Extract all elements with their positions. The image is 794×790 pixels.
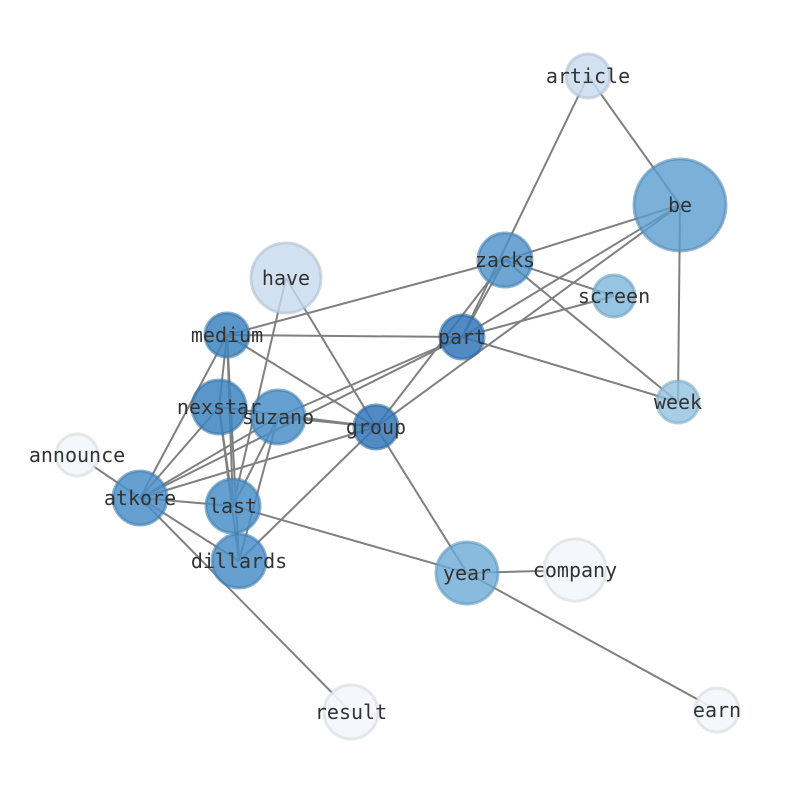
node-article [564, 52, 612, 100]
node-label-nexstar: nexstar [177, 395, 261, 419]
node-nexstar [190, 378, 248, 436]
node-label-suzano: suzano [242, 405, 314, 429]
node-label-last: last [209, 494, 257, 518]
node-announce [54, 432, 100, 478]
label-layer: article be zacks screen have medium part nexsta… [29, 64, 741, 724]
node-label-zacks: zacks [475, 248, 535, 272]
node-medium [203, 311, 251, 359]
edge-last-year [232, 505, 468, 574]
node-label-dillards: dillards [191, 549, 287, 573]
node-week [655, 379, 701, 425]
edge-medium-atkore [139, 334, 228, 499]
edge-medium-group [226, 334, 377, 428]
node-atkore [111, 469, 169, 527]
node-group [352, 403, 400, 451]
node-label-have: have [262, 266, 310, 290]
node-label-be: be [668, 193, 692, 217]
edge-screen-part [461, 295, 615, 338]
node-screen [591, 273, 637, 319]
edge-group-atkore [139, 426, 377, 499]
node-label-article: article [546, 64, 630, 88]
node-zacks [476, 231, 534, 289]
edge-layer [76, 75, 718, 713]
edge-group-dillards [238, 426, 377, 562]
node-label-part: part [438, 325, 486, 349]
node-result [322, 683, 380, 741]
node-have [249, 241, 323, 315]
node-last [204, 477, 262, 535]
node-company [542, 537, 608, 603]
edge-part-week [461, 336, 679, 403]
edge-part-suzano [277, 336, 463, 418]
node-label-atkore: atkore [104, 486, 176, 510]
node-label-year: year [443, 561, 491, 585]
node-label-earn: earn [693, 698, 741, 722]
node-label-announce: announce [29, 443, 125, 467]
edge-year-earn [466, 572, 718, 711]
node-label-company: company [533, 558, 617, 582]
node-be [632, 157, 728, 253]
edge-article-part [461, 75, 589, 338]
node-earn [693, 686, 741, 734]
node-label-result: result [315, 700, 387, 724]
edge-zacks-medium [226, 259, 506, 336]
node-layer [54, 52, 741, 741]
node-label-week: week [654, 390, 702, 414]
node-year [434, 540, 500, 606]
node-label-screen: screen [578, 284, 650, 308]
node-label-medium: medium [191, 323, 263, 347]
edge-be-group [375, 204, 681, 428]
node-part [438, 313, 486, 361]
edge-zacks-week [504, 259, 679, 403]
edge-medium-part [226, 334, 463, 338]
edge-atkore-result [139, 497, 352, 713]
node-dillards [210, 532, 268, 590]
node-label-group: group [346, 415, 406, 439]
node-suzano [249, 388, 307, 446]
